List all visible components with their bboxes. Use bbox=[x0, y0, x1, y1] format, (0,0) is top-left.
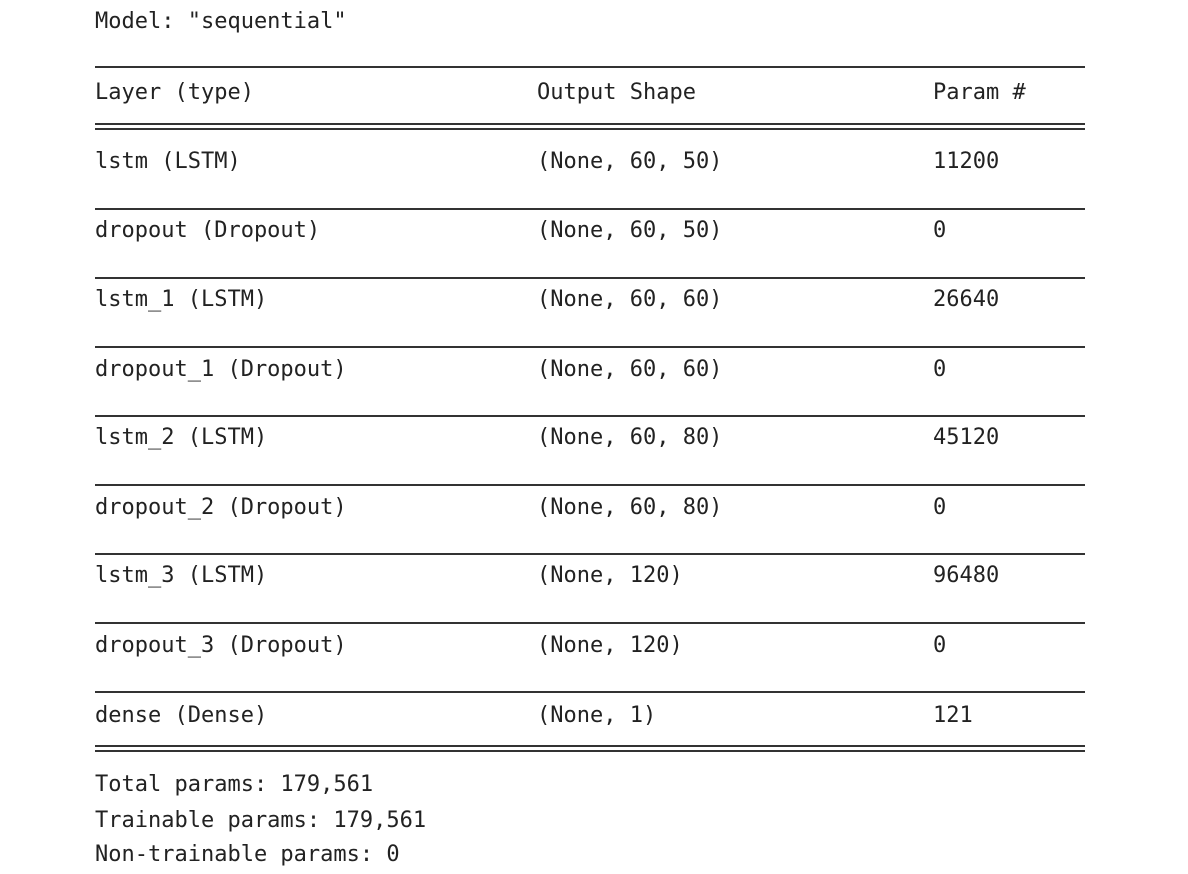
footer-double-rule bbox=[95, 745, 1085, 752]
layer-output-shape: (None, 120) bbox=[537, 563, 683, 588]
row-separator bbox=[95, 277, 1085, 279]
table-row: dropout (Dropout) (None, 60, 50) 0 bbox=[95, 214, 1085, 248]
layer-output-shape: (None, 120) bbox=[537, 633, 683, 658]
layer-param-count: 96480 bbox=[933, 563, 1000, 588]
layer-output-shape: (None, 60, 60) bbox=[537, 357, 723, 382]
layer-output-shape: (None, 60, 50) bbox=[537, 218, 723, 243]
layer-output-shape: (None, 60, 60) bbox=[537, 287, 723, 312]
model-title: Model: "sequential" bbox=[95, 9, 347, 34]
layer-param-count: 0 bbox=[933, 633, 947, 658]
row-separator bbox=[95, 208, 1085, 210]
table-row: lstm_2 (LSTM) (None, 60, 80) 45120 bbox=[95, 421, 1085, 455]
row-separator bbox=[95, 484, 1085, 486]
table-row: lstm_3 (LSTM) (None, 120) 96480 bbox=[95, 559, 1085, 593]
non-trainable-params: Non-trainable params: 0 bbox=[95, 842, 400, 867]
header-row: Layer (type) Output Shape Param # bbox=[95, 76, 1085, 110]
table-row: dropout_1 (Dropout) (None, 60, 60) 0 bbox=[95, 353, 1085, 387]
row-separator bbox=[95, 553, 1085, 555]
row-separator bbox=[95, 346, 1085, 348]
layer-name: lstm (LSTM) bbox=[95, 149, 241, 174]
total-params: Total params: 179,561 bbox=[95, 772, 374, 797]
layer-name: dense (Dense) bbox=[95, 703, 268, 728]
layer-param-count: 121 bbox=[933, 703, 973, 728]
table-row: dropout_2 (Dropout) (None, 60, 80) 0 bbox=[95, 491, 1085, 525]
trainable-params: Trainable params: 179,561 bbox=[95, 808, 427, 833]
row-separator bbox=[95, 415, 1085, 417]
header-double-rule bbox=[95, 123, 1085, 130]
table-row: dropout_3 (Dropout) (None, 120) 0 bbox=[95, 629, 1085, 663]
layer-output-shape: (None, 1) bbox=[537, 703, 657, 728]
layer-name: dropout_1 (Dropout) bbox=[95, 357, 347, 382]
layer-output-shape: (None, 60, 80) bbox=[537, 495, 723, 520]
layer-param-count: 11200 bbox=[933, 149, 1000, 174]
table-row: dense (Dense) (None, 1) 121 bbox=[95, 699, 1085, 733]
layer-name: lstm_3 (LSTM) bbox=[95, 563, 268, 588]
layer-name: lstm_1 (LSTM) bbox=[95, 287, 268, 312]
layer-param-count: 0 bbox=[933, 495, 947, 520]
layer-param-count: 0 bbox=[933, 218, 947, 243]
row-separator bbox=[95, 691, 1085, 693]
layer-name: dropout (Dropout) bbox=[95, 218, 321, 243]
header-param-count: Param # bbox=[933, 80, 1026, 105]
layer-name: dropout_3 (Dropout) bbox=[95, 633, 347, 658]
row-separator bbox=[95, 622, 1085, 624]
table-row: lstm_1 (LSTM) (None, 60, 60) 26640 bbox=[95, 283, 1085, 317]
layer-output-shape: (None, 60, 80) bbox=[537, 425, 723, 450]
top-rule bbox=[95, 66, 1085, 68]
layer-output-shape: (None, 60, 50) bbox=[537, 149, 723, 174]
layer-param-count: 45120 bbox=[933, 425, 1000, 450]
layer-name: lstm_2 (LSTM) bbox=[95, 425, 268, 450]
layer-param-count: 0 bbox=[933, 357, 947, 382]
table-row: lstm (LSTM) (None, 60, 50) 11200 bbox=[95, 145, 1085, 179]
header-layer-type: Layer (type) bbox=[95, 80, 254, 105]
header-output-shape: Output Shape bbox=[537, 80, 696, 105]
layer-param-count: 26640 bbox=[933, 287, 1000, 312]
layer-name: dropout_2 (Dropout) bbox=[95, 495, 347, 520]
